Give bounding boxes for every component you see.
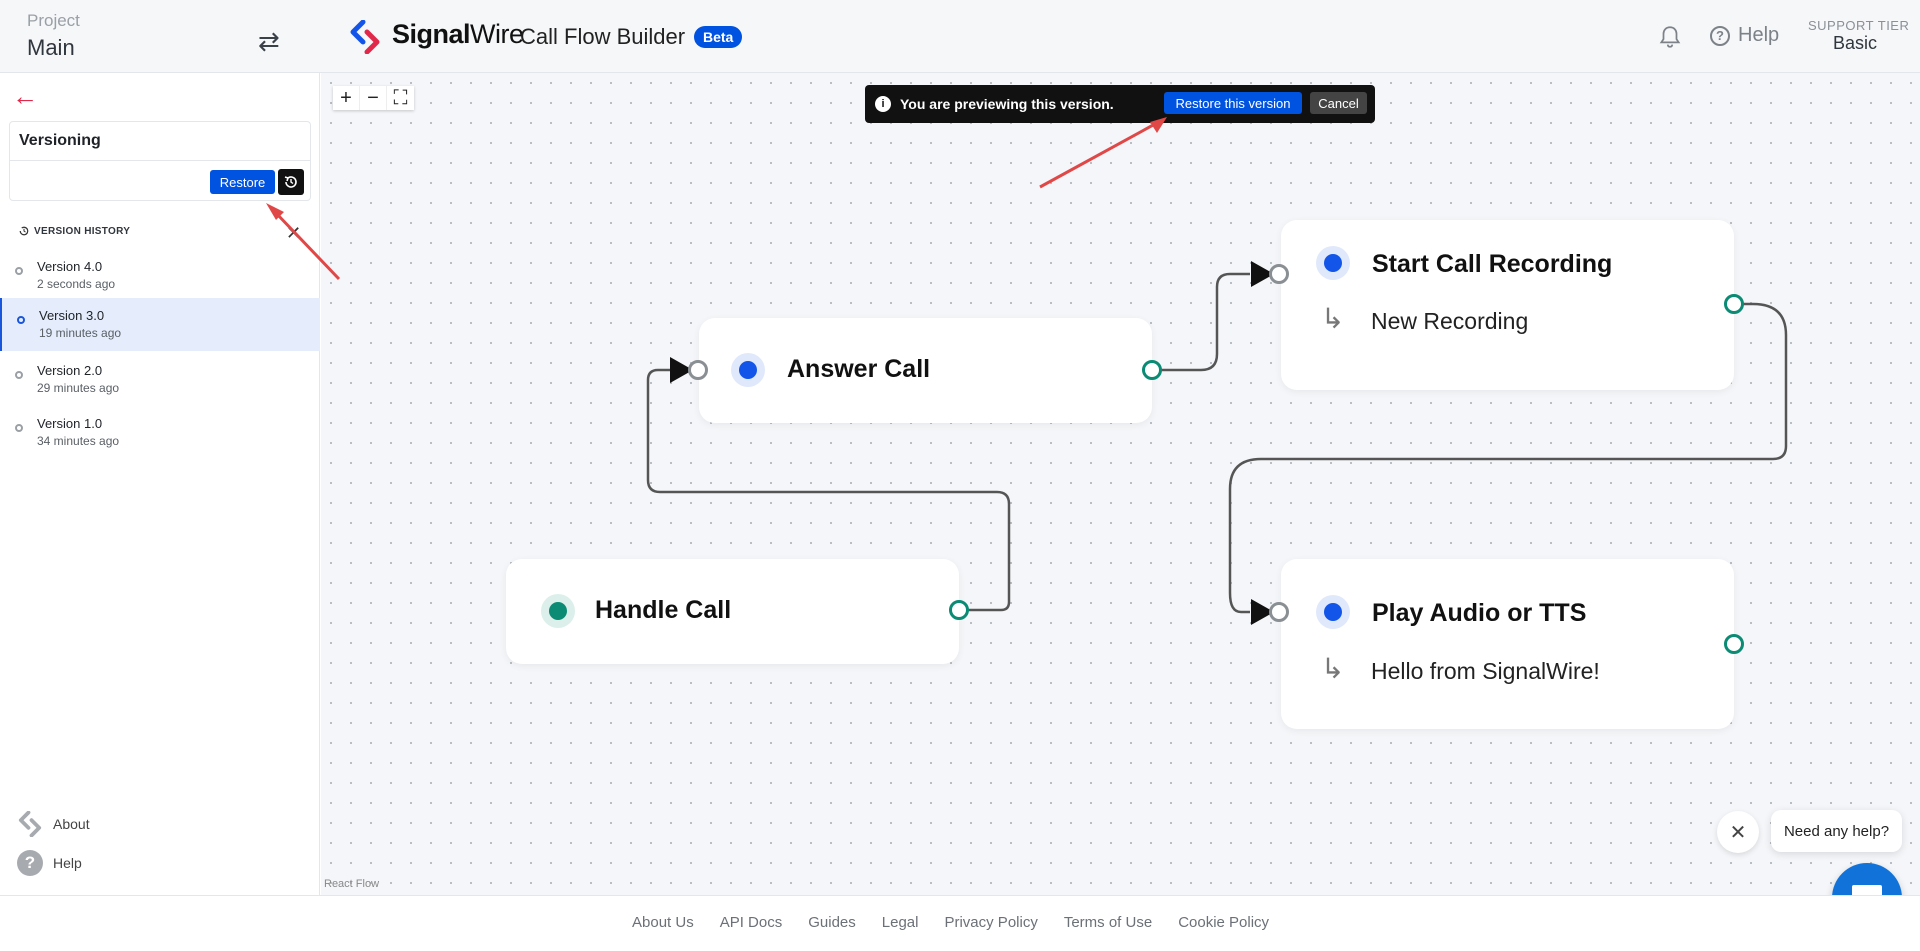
version-time: 34 minutes ago [37,434,120,448]
footer-links: About Us API Docs Guides Legal Privacy P… [632,914,1269,931]
history-icon [284,176,297,188]
notification-bell-icon[interactable] [1657,24,1683,50]
about-link[interactable]: About [17,811,90,837]
sidebar-help-label: Help [53,855,82,871]
version-item-active[interactable]: Version 3.0 19 minutes ago [0,298,320,351]
node-status-icon [731,353,765,387]
help-circle-icon: ? [17,850,43,876]
flow-canvas[interactable]: + − ⛶ i You are previewing this version.… [321,73,1920,895]
footer-link-guides[interactable]: Guides [808,914,856,931]
answer-call-input-handle[interactable] [688,360,708,380]
version-time: 2 seconds ago [37,277,116,291]
history-small-icon [19,226,29,236]
version-dot-icon [17,316,25,324]
version-history-label: VERSION HISTORY [34,225,131,237]
version-name: Version 1.0 [37,416,103,431]
restore-button[interactable]: Restore [210,170,275,194]
zoom-controls: + − ⛶ [333,86,414,110]
support-tier-label: SUPPORT TIER [1808,18,1910,33]
version-history-header: VERSION HISTORY [18,225,130,237]
node-status-icon [541,594,575,628]
header-help-link[interactable]: ? Help [1710,24,1779,47]
header-help-label: Help [1738,24,1780,46]
about-label: About [53,816,90,832]
footer-link-cookie-policy[interactable]: Cookie Policy [1178,914,1270,931]
node-subtitle: New Recording [1371,308,1529,334]
node-title: Play Audio or TTS [1372,599,1587,627]
footer-link-terms-of-use[interactable]: Terms of Use [1063,914,1153,931]
version-time: 29 minutes ago [37,381,120,395]
footer-link-about-us[interactable]: About Us [632,914,694,931]
node-title: Start Call Recording [1372,250,1613,278]
fit-view-icon[interactable]: ⛶ [393,86,408,109]
divider [10,160,310,161]
node-answer-call[interactable]: Answer Call [699,318,1152,423]
restore-this-version-button[interactable]: Restore this version [1164,92,1302,114]
node-title: Handle Call [595,596,732,624]
flow-connections [646,261,1788,625]
version-dot-icon [15,424,23,432]
node-status-icon [1316,246,1350,280]
project-label: Project [27,11,80,30]
handle-call-output-handle[interactable] [949,600,969,620]
footer-link-legal[interactable]: Legal [881,914,919,931]
preview-banner: i You are previewing this version. Resto… [865,85,1375,123]
version-dot-icon [15,267,23,275]
version-name: Version 4.0 [37,259,103,274]
back-arrow-icon[interactable]: ← [12,81,38,111]
node-start-call-recording[interactable]: Start Call Recording ↳ New Recording [1281,220,1734,390]
node-play-audio-tts[interactable]: Play Audio or TTS ↳ Hello from SignalWir… [1281,559,1734,729]
versioning-title: Versioning [19,132,101,149]
info-icon: i [875,96,891,112]
play-audio-input-handle[interactable] [1269,602,1289,622]
help-bubble[interactable]: Need any help? [1771,810,1902,852]
brand-name: SignalWire [392,19,524,49]
zoom-in-icon[interactable]: + [333,86,360,110]
node-subtitle: Hello from SignalWire! [1371,658,1600,684]
version-dot-icon [15,371,23,379]
footer: About Us API Docs Guides Legal Privacy P… [0,895,1920,951]
subitem-arrow-icon: ↳ [1321,653,1345,684]
play-audio-output-handle[interactable] [1724,634,1744,654]
close-icon[interactable]: ✕ [286,223,302,243]
footer-link-privacy-policy[interactable]: Privacy Policy [944,914,1038,931]
node-handle-call[interactable]: Handle Call [506,559,959,664]
node-title: Answer Call [787,355,931,383]
product-name: Call Flow Builder [520,24,686,49]
sidebar: ← Versioning Restore VERSION HISTORY ✕ V… [0,73,320,895]
project-name[interactable]: Main [27,35,75,60]
help-close-icon[interactable]: ✕ [1717,811,1759,853]
support-tier-value: Basic [1833,33,1878,53]
version-name: Version 2.0 [37,363,103,378]
recording-input-handle[interactable] [1269,264,1289,284]
preview-message: You are previewing this version. [900,96,1114,112]
swap-project-icon[interactable]: ⇄ [258,26,280,56]
help-circle-icon: ? [1710,25,1730,46]
node-status-icon [1316,595,1350,629]
top-header: Project Main ⇄ SignalWire Call Flow Buil… [0,0,1920,73]
versioning-card: Versioning Restore [9,121,311,201]
version-time: 19 minutes ago [39,326,122,340]
about-logo-icon [18,811,42,837]
zoom-out-icon[interactable]: − [360,86,387,110]
version-name: Version 3.0 [39,308,105,323]
version-item[interactable]: Version 4.0 2 seconds ago [0,249,320,302]
beta-badge: Beta [694,26,743,48]
recording-output-handle[interactable] [1724,294,1744,314]
history-button[interactable] [278,169,304,195]
answer-call-output-handle[interactable] [1142,360,1162,380]
version-item[interactable]: Version 1.0 34 minutes ago [0,406,320,459]
signalwire-logo-icon [350,20,380,54]
footer-link-api-docs[interactable]: API Docs [719,914,783,931]
subitem-arrow-icon: ↳ [1321,303,1345,334]
react-flow-attribution[interactable]: React Flow [324,878,380,890]
sidebar-help-link[interactable]: ? Help [17,850,82,876]
version-item[interactable]: Version 2.0 29 minutes ago [0,353,320,406]
cancel-button[interactable]: Cancel [1310,92,1367,114]
